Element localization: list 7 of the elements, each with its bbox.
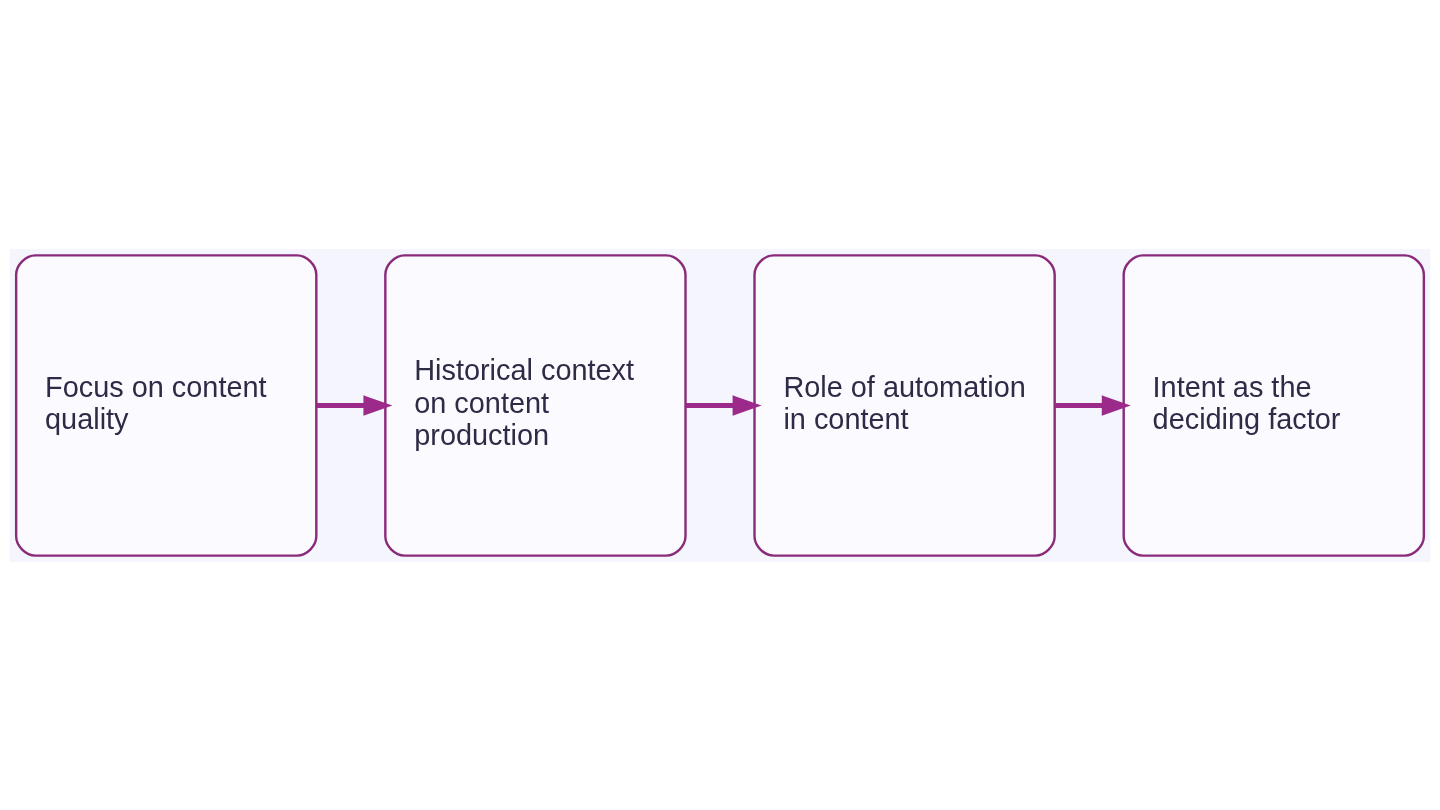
node-box: Intent as the deciding factor	[1122, 253, 1426, 557]
node-box: Focus on content quality	[14, 253, 318, 557]
arrow	[685, 394, 762, 416]
arrow	[1055, 394, 1131, 416]
node-box: Historical context on content production	[384, 253, 687, 557]
node-box: Role of automation in content	[753, 253, 1056, 557]
arrow	[316, 394, 393, 416]
